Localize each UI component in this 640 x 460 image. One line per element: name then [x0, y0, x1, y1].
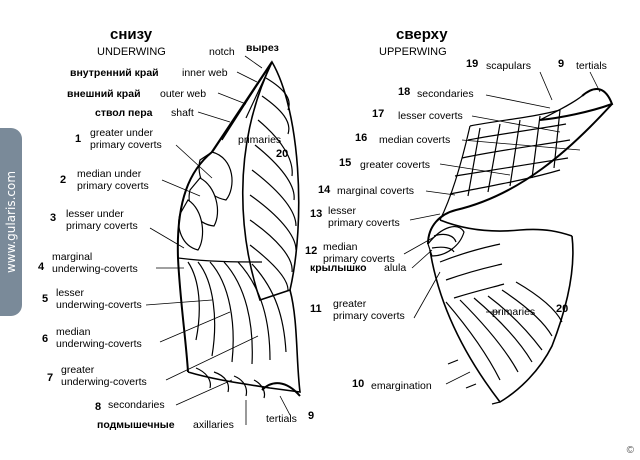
outer-web-label-en: outer web	[160, 88, 207, 100]
upperwing-number-15: 15	[339, 157, 352, 169]
upperwing-label-10: emargination	[371, 380, 432, 392]
upperwing-label-15: greater coverts	[360, 159, 431, 171]
inner-web-label-ru: внутренний край	[70, 67, 159, 79]
underwing-label-5: lesser underwing-coverts	[56, 287, 142, 311]
underwing-label-4: marginal underwing-coverts	[52, 251, 138, 275]
underwing-label-1: greater under primary coverts	[90, 127, 162, 151]
upperwing-title-ru: сверху	[396, 26, 448, 43]
upperwing-label-16: median coverts	[379, 134, 451, 146]
outer-web-label-ru: внешний край	[67, 88, 141, 100]
upperwing-number-19: 19	[466, 58, 479, 70]
upperwing-title-en: UPPERWING	[379, 46, 447, 58]
underwing-number-7: 7	[47, 372, 54, 384]
upperwing-number-12: 12	[305, 245, 318, 257]
underwing-tertials-number: 9	[308, 410, 315, 422]
underwing-number-1: 1	[75, 133, 82, 145]
upperwing-number-10: 10	[352, 378, 365, 390]
watermark-badge: www.gularis.com	[0, 128, 22, 316]
upperwing-primaries-number: 20	[556, 303, 569, 315]
underwing-number-6: 6	[42, 333, 49, 345]
upperwing-label-17: lesser coverts	[398, 110, 463, 122]
upperwing-number-16: 16	[355, 132, 368, 144]
copyright-mark: ©	[626, 445, 634, 456]
axillaries-label-ru: подмышечные	[97, 419, 175, 431]
upperwing-drawing	[427, 88, 614, 405]
upperwing-label-14: marginal coverts	[337, 185, 415, 197]
upperwing-label-18: secondaries	[417, 88, 474, 100]
underwing-label-6: median underwing-coverts	[56, 326, 142, 350]
upperwing-label-12: median primary coverts	[323, 241, 395, 265]
upperwing-label-9: tertials	[576, 60, 607, 72]
inner-web-label-en: inner web	[182, 67, 228, 79]
underwing-number-5: 5	[42, 293, 49, 305]
upperwing-number-14: 14	[318, 184, 331, 196]
upperwing-number-18: 18	[398, 86, 411, 98]
alula-label-en: alula	[384, 262, 407, 274]
underwing-label-8: secondaries	[108, 399, 165, 411]
underwing-title-en: UNDERWING	[97, 46, 166, 58]
upperwing-label-11: greater primary coverts	[333, 298, 405, 322]
shaft-label-en: shaft	[171, 107, 194, 119]
underwing-primaries-label: primaries	[238, 134, 282, 146]
upperwing-primaries-label: primaries	[492, 306, 536, 318]
underwing-number-8: 8	[95, 401, 102, 413]
underwing-number-2: 2	[60, 174, 67, 186]
upperwing-label-19: scapulars	[486, 60, 531, 72]
notch-label-ru: вырез	[246, 42, 279, 54]
underwing-title-ru: снизу	[110, 26, 153, 43]
axillaries-label-en: axillaries	[193, 419, 234, 431]
underwing-tertials-label: tertials	[266, 413, 297, 425]
upperwing-label-13: lesser primary coverts	[328, 205, 400, 229]
underwing-label-2: median under primary coverts	[77, 168, 149, 192]
underwing-number-3: 3	[50, 212, 57, 224]
upperwing-number-9: 9	[558, 58, 565, 70]
underwing-primaries-number: 20	[276, 148, 289, 160]
alula-label-ru: крылышко	[310, 262, 367, 274]
leader-lines	[145, 55, 601, 425]
upperwing-number-17: 17	[372, 108, 385, 120]
underwing-drawing	[176, 60, 301, 399]
notch-label-en: notch	[209, 46, 235, 58]
upperwing-number-11: 11	[310, 303, 322, 315]
underwing-number-4: 4	[38, 261, 45, 273]
underwing-label-7: greater underwing-coverts	[61, 364, 147, 388]
shaft-label-ru: ствол пера	[95, 107, 153, 119]
upperwing-number-13: 13	[310, 208, 323, 220]
underwing-label-3: lesser under primary coverts	[66, 208, 138, 232]
